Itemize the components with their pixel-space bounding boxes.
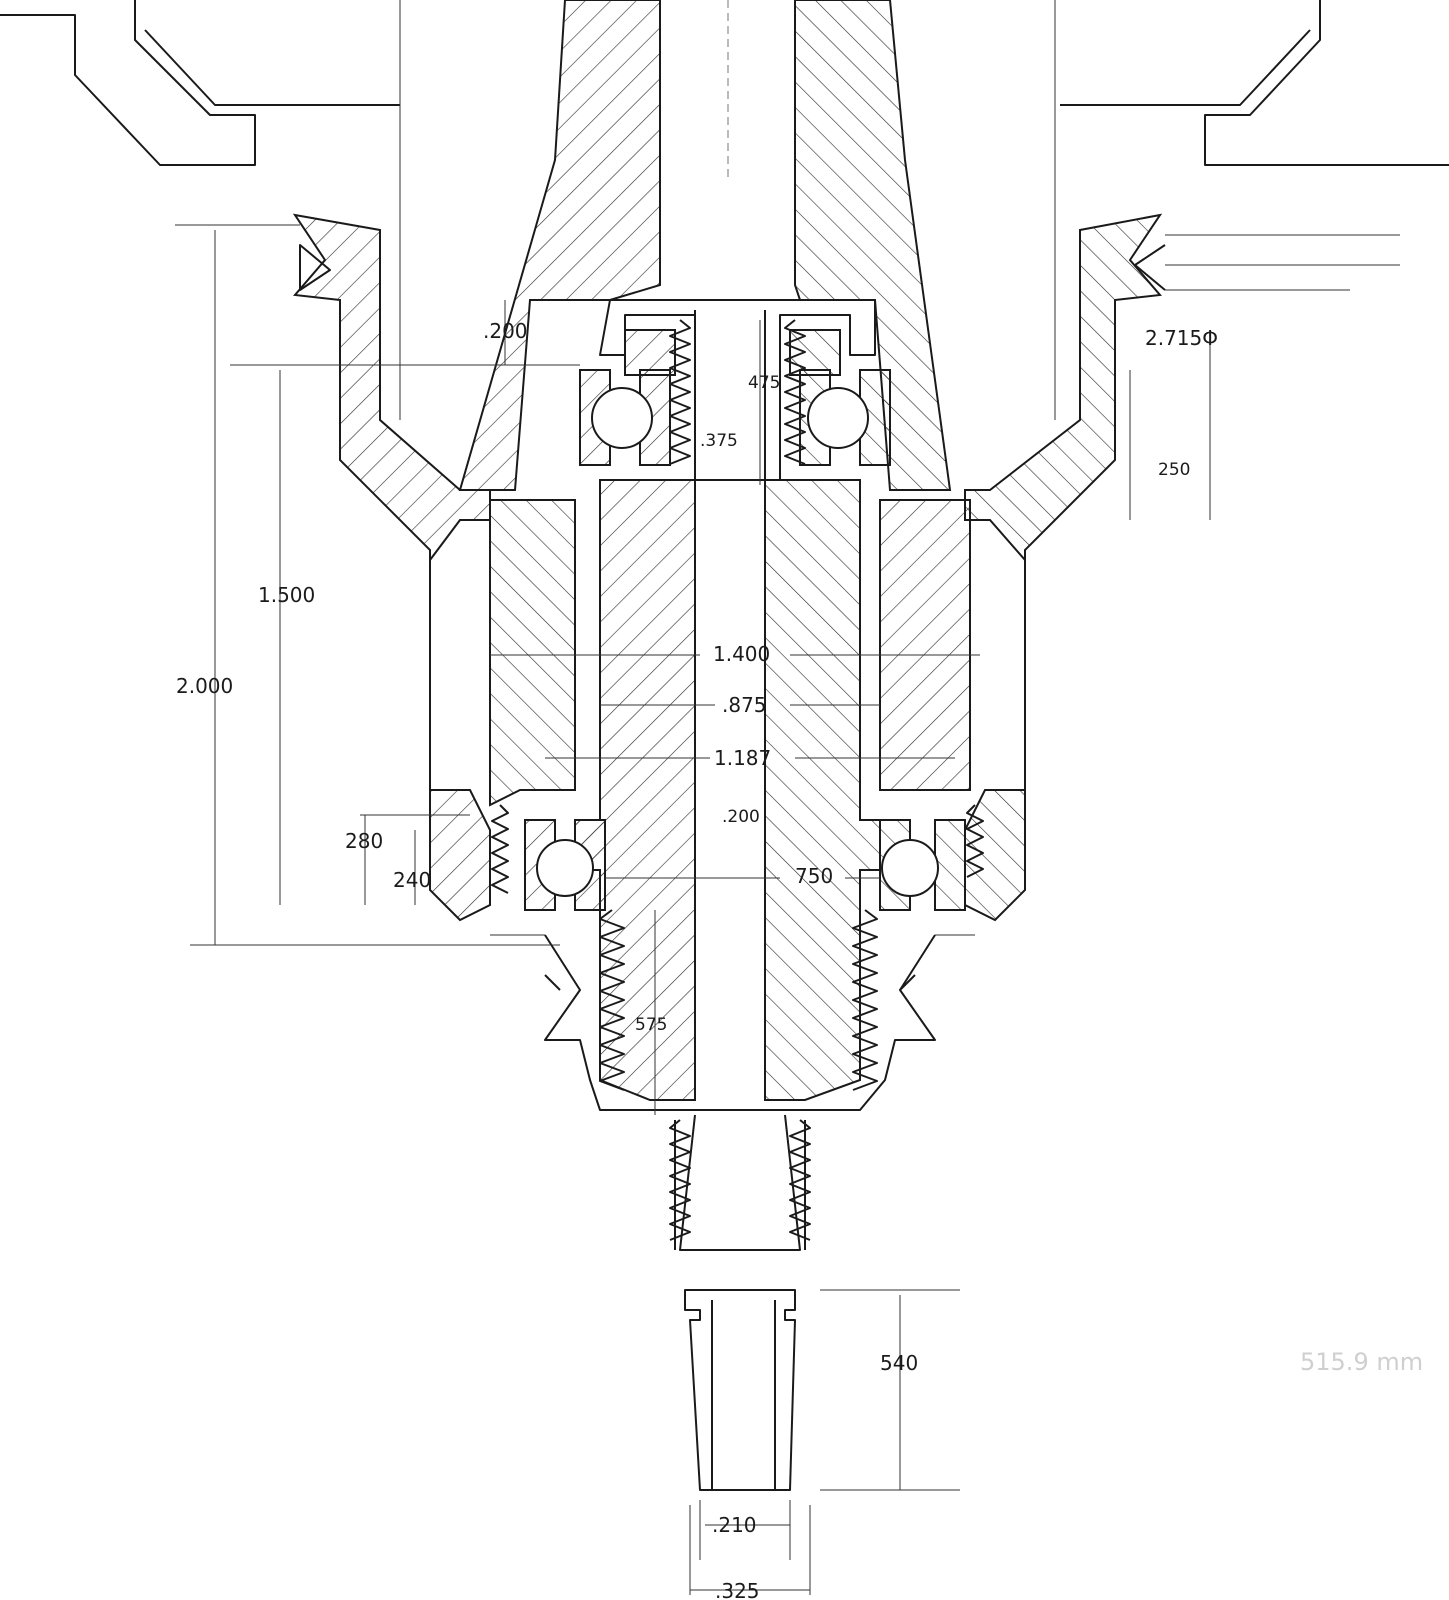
dim-875: .875 (722, 693, 767, 717)
outer-sleeve (489, 499, 971, 807)
top-bearing-cap (599, 299, 876, 481)
dim-475: 475 (748, 373, 780, 393)
lower-left-bearing (524, 819, 606, 911)
thread-nut-right (852, 909, 878, 1091)
upper-spindle (458, 0, 952, 491)
upper-left-bearing (579, 369, 671, 466)
dim-325: .325 (715, 1579, 760, 1600)
threads (491, 319, 984, 1241)
thread-housing-left (491, 804, 509, 894)
thread-tip-right (789, 1119, 811, 1241)
pencil-note: 515.9 mm (1300, 1348, 1423, 1376)
dim-200-mid: .200 (722, 807, 760, 827)
lower-pulley-nut (490, 934, 975, 1111)
thread-housing-right (966, 804, 984, 878)
dim-375: .375 (700, 431, 738, 451)
collet-insert (684, 1289, 796, 1491)
dim-750: 750 (795, 864, 833, 888)
dim-210: .210 (712, 1513, 757, 1537)
dim-540: 540 (880, 1351, 918, 1375)
left-housing (292, 213, 491, 922)
thread-upper-left (669, 319, 691, 465)
dim-2715: 2.715Φ (1145, 326, 1218, 350)
lower-right-bearing (879, 819, 966, 911)
right-housing (964, 213, 1400, 922)
dim-280: 280 (345, 829, 383, 853)
upper-housing (0, 0, 1449, 420)
dim-250: 250 (1158, 460, 1190, 480)
dim-2000: 2.000 (176, 674, 233, 698)
dim-1400: 1.400 (713, 642, 770, 666)
thread-upper-right (784, 319, 806, 465)
dim-575: 575 (635, 1015, 667, 1035)
dimension-labels: .200 475 .375 2.715Φ 250 1.500 2.000 1.4… (176, 319, 1423, 1600)
dim-1500: 1.500 (258, 583, 315, 607)
thread-tip-left (669, 1119, 691, 1241)
dim-1187: 1.187 (714, 746, 771, 770)
thread-nut-left (599, 909, 625, 1091)
dim-200-top: .200 (483, 319, 528, 343)
upper-right-bearing (799, 369, 891, 466)
dim-240: 240 (393, 868, 431, 892)
dimension-lines (175, 224, 1211, 1595)
lower-taper-tip (674, 1114, 806, 1251)
